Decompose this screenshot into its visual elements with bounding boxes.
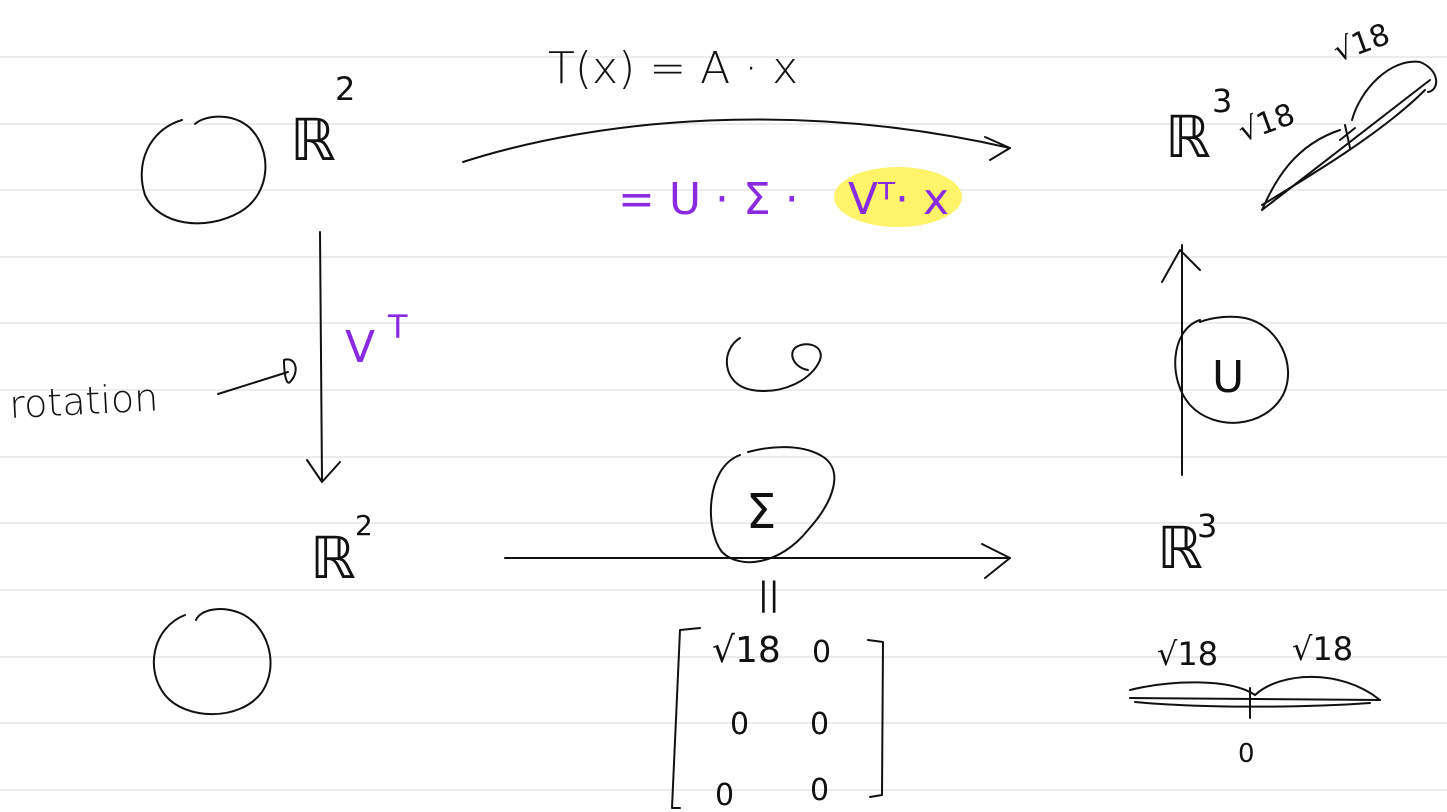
space-r3-bottom-exp: 3 — [1197, 507, 1217, 545]
rotation-pointer-head — [283, 358, 297, 384]
sqrt18-top-right: √18 — [1329, 17, 1395, 69]
space-r2-bottom-exp: 2 — [355, 509, 373, 542]
arrow-sigma-head — [981, 543, 1011, 579]
sqrt18-top-left: √18 — [1234, 97, 1300, 149]
svd-equation-prefix: = U · Σ · — [618, 174, 799, 225]
arrow-vt-head — [306, 459, 341, 483]
space-r3-top-exp: 3 — [1212, 82, 1232, 120]
vt-label-sup: T — [387, 308, 408, 346]
u-label: U — [1212, 352, 1244, 403]
vt-label: V — [345, 322, 375, 373]
equals-vertical: || — [758, 575, 780, 613]
unit-circle-bottom-left — [152, 608, 272, 716]
matrix-cell-0-0: √18 — [712, 630, 781, 671]
matrix-cell-2-1: 0 — [810, 773, 829, 808]
circle-around-u — [1174, 315, 1289, 424]
zero-bottom-right: 0 — [1238, 739, 1255, 769]
highlight-marker — [834, 167, 962, 227]
sqrt18-bottom-right: √18 — [1292, 630, 1353, 668]
arrow-top-head — [984, 136, 1011, 161]
ellipse-bottom-right — [1129, 697, 1381, 701]
text-layer: ℝ 2 ℝ 3 ℝ 2 ℝ 3 T(x) = A · x = U · Σ · V… — [8, 17, 1394, 812]
sigma-label: Σ — [746, 484, 776, 540]
arrow-u-head — [1161, 249, 1201, 283]
space-r2-top-exp: 2 — [335, 70, 355, 108]
space-r2-top: ℝ — [290, 106, 336, 174]
commute-symbol — [725, 337, 822, 392]
rotation-note: rotation — [8, 375, 159, 427]
arrow-top-curve — [462, 118, 1011, 163]
space-r3-bottom: ℝ — [1157, 514, 1203, 582]
ruled-lines — [0, 56, 1447, 791]
space-r3-top: ℝ — [1165, 103, 1211, 171]
matrix-cell-0-1: 0 — [812, 635, 831, 670]
rotation-pointer-arrow — [217, 371, 289, 395]
matrix-cell-2-0: 0 — [715, 778, 734, 812]
svd-equation-highlight: Vᵀ· x — [848, 174, 949, 225]
unit-circle-top-left — [140, 115, 267, 225]
arrow-vt-down — [319, 231, 323, 481]
matrix-right-bracket — [867, 639, 884, 798]
space-r2-bottom: ℝ — [310, 524, 356, 592]
matrix-cell-1-0: 0 — [730, 707, 749, 742]
matrix-left-bracket — [671, 627, 701, 809]
circle-around-sigma — [709, 446, 836, 564]
transform-equation: T(x) = A · x — [548, 43, 798, 94]
matrix-cell-1-1: 0 — [810, 707, 829, 742]
sqrt18-bottom-left: √18 — [1157, 635, 1218, 673]
